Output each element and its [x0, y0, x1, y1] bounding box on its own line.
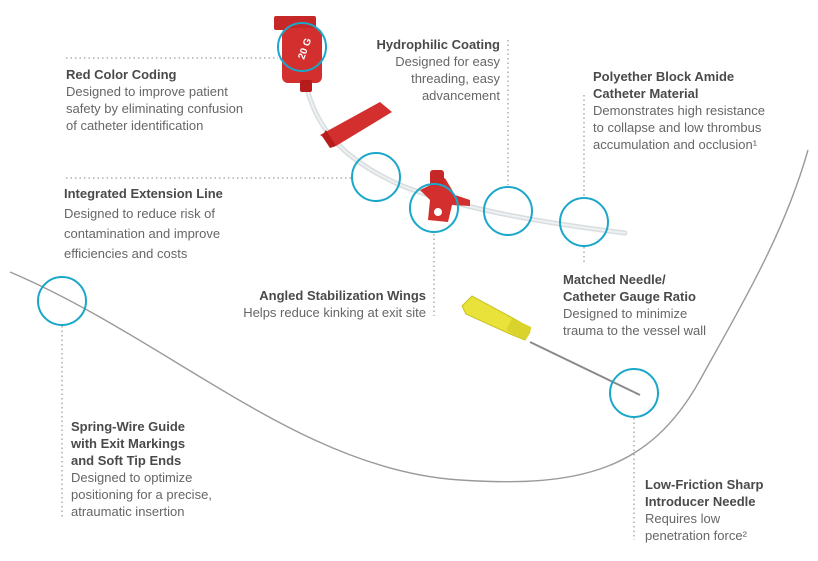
red-clamp	[320, 102, 392, 148]
callout-gauge-ratio: Matched Needle/ Catheter Gauge Ratio Des…	[563, 271, 706, 339]
circle-red-hub	[277, 22, 327, 72]
callout-line: positioning for a precise,	[71, 487, 212, 502]
callout-title: Hydrophilic Coating	[376, 37, 501, 52]
callout-line: advancement	[421, 88, 500, 103]
callout-line: contamination and improve	[64, 226, 221, 241]
callout-line: Designed to optimize	[71, 470, 193, 485]
callout-line: threading, easy	[411, 71, 500, 86]
callout-line: Designed to improve patient	[66, 84, 228, 99]
callout-title: Catheter Gauge Ratio	[563, 289, 696, 304]
circle-extension	[351, 152, 401, 202]
leader-lines	[61, 40, 635, 540]
callout-line: Demonstrates high resistance	[593, 103, 765, 118]
callout-line: Helps reduce kinking at exit site	[243, 305, 426, 320]
circle-polyether	[559, 197, 609, 247]
circle-needle	[609, 368, 659, 418]
callout-line: safety by eliminating confusion	[66, 101, 244, 116]
callout-title: Introducer Needle	[645, 494, 756, 509]
highlight-circles	[37, 22, 659, 418]
circle-springwire	[37, 276, 87, 326]
callout-line: trauma to the vessel wall	[563, 323, 707, 338]
callout-stabilization-wings: Angled Stabilization Wings Helps reduce …	[200, 287, 426, 321]
callout-hydrophilic-coating: Hydrophilic Coating Designed for easy th…	[340, 36, 501, 104]
callout-line: to collapse and low thrombus	[593, 120, 762, 135]
callout-red-color-coding: Red Color Coding Designed to improve pat…	[66, 66, 243, 134]
callout-title: Matched Needle/	[563, 272, 666, 287]
callout-line: Designed to minimize	[563, 306, 688, 321]
callout-title: Low-Friction Sharp	[645, 477, 764, 492]
callout-extension-line: Integrated Extension Line Designed to re…	[64, 184, 223, 264]
callout-line: atraumatic insertion	[71, 504, 185, 519]
callout-line: Designed for easy	[395, 54, 500, 69]
callout-line: of catheter identification	[66, 118, 204, 133]
introducer-needle	[461, 295, 641, 396]
callout-line: accumulation and occlusion¹	[593, 137, 758, 152]
callout-polyether-material: Polyether Block Amide Catheter Material …	[593, 68, 765, 153]
callout-spring-wire-guide: Spring-Wire Guide with Exit Markings and…	[71, 418, 212, 520]
circle-hydrophilic	[483, 186, 533, 236]
callout-title: and Soft Tip Ends	[71, 453, 182, 468]
callout-title: Catheter Material	[593, 86, 699, 101]
callout-introducer-needle: Low-Friction Sharp Introducer Needle Req…	[645, 476, 763, 544]
callout-title: Integrated Extension Line	[64, 186, 223, 201]
callout-line: penetration force²	[645, 528, 747, 543]
callout-title: Spring-Wire Guide	[71, 419, 185, 434]
callout-title: with Exit Markings	[71, 436, 186, 451]
stabilization-wings	[420, 170, 470, 222]
callout-line: efficiencies and costs	[64, 246, 188, 261]
circle-wings	[409, 183, 459, 233]
callout-line: Designed to reduce risk of	[64, 206, 216, 221]
callout-title: Angled Stabilization Wings	[259, 288, 426, 303]
callout-title: Polyether Block Amide	[593, 69, 735, 84]
callout-title: Red Color Coding	[66, 67, 177, 82]
callout-line: Requires low	[645, 511, 721, 526]
spring-wire-guide	[9, 149, 809, 483]
